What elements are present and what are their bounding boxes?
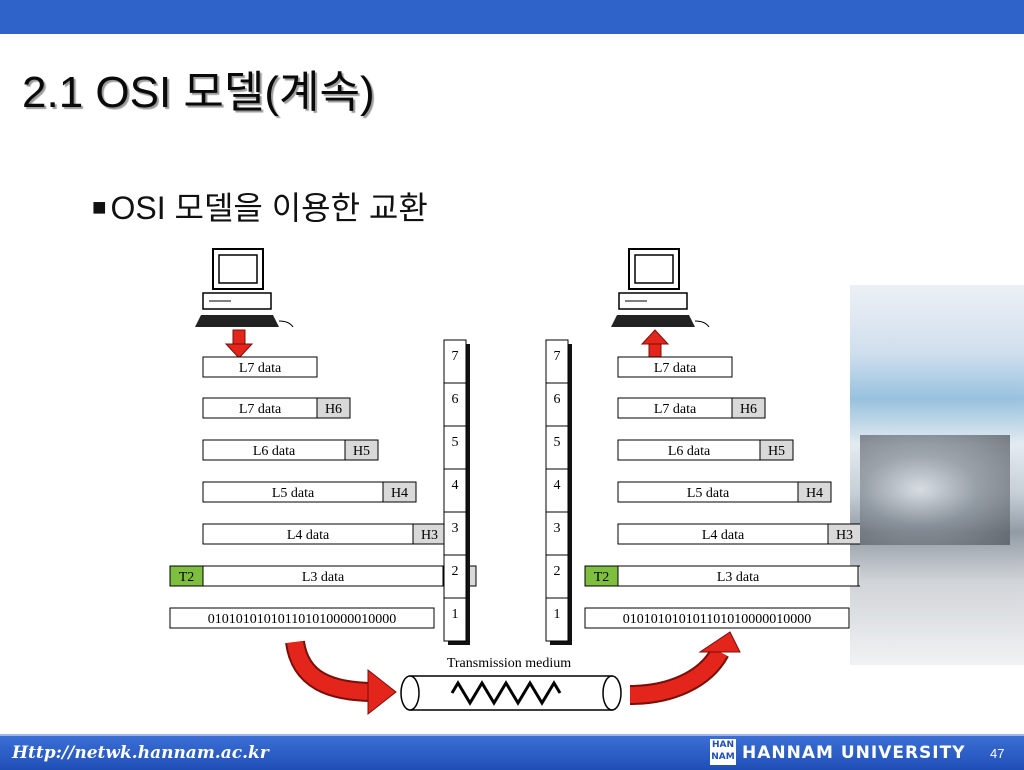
sender-computer-icon [195, 248, 294, 328]
sender-row: L3 dataH2T2 [169, 565, 477, 587]
sender-data-label: L3 data [302, 570, 345, 585]
university-logo-icon: HAN NAM [710, 739, 736, 765]
receiver-header-cell [731, 397, 766, 419]
right-layer-number: 4 [554, 478, 561, 493]
receiver-bits-label: 010101010101101010000010000 [623, 612, 811, 627]
right-layer-number: 3 [554, 521, 561, 536]
receiver-row: L7 data [617, 356, 733, 378]
left-layer-number: 2 [452, 564, 459, 579]
sender-row: L5 data H4 [202, 481, 417, 503]
bullet-text: OSI 모델을 이용한 교환 [110, 190, 428, 226]
receiver-header-label: H4 [806, 486, 823, 501]
receiver-data-label: L7 data [654, 361, 697, 376]
sender-row: L4 data H3 [202, 523, 447, 545]
background-photo [850, 285, 1024, 665]
sender-header-cell [382, 481, 417, 503]
receiver-row: L3 dataH2T2 [584, 565, 860, 587]
left-layer-cell [443, 597, 467, 642]
sender-data-cell [202, 356, 318, 378]
sender-data-label: L4 data [287, 528, 330, 543]
footer-url-link[interactable]: Http://netwk.hannam.ac.kr [12, 743, 269, 763]
receiver-data-label: L4 data [702, 528, 745, 543]
sender-header-label: H3 [421, 528, 438, 543]
left-layer-number: 4 [452, 478, 459, 493]
receiver-data-label: L6 data [668, 444, 711, 459]
page-number: 47 [990, 746, 1005, 761]
sender-data-label: L7 data [239, 402, 282, 417]
receiver-trailer-cell [584, 565, 619, 587]
sender-header-cell [316, 397, 351, 419]
medium-label: Transmission medium [447, 656, 571, 671]
left-layer-number: 3 [452, 521, 459, 536]
receiver-data-cell [617, 356, 733, 378]
top-banner [0, 0, 1024, 34]
sender-header-cell [344, 439, 379, 461]
background-tv-image [860, 435, 1010, 545]
receiver-data-label: L3 data [717, 570, 760, 585]
university-name: HANNAM UNIVERSITY [742, 743, 966, 763]
right-layer-number: 5 [554, 435, 561, 450]
right-layer-number: 1 [554, 607, 561, 622]
right-layer-number: 2 [554, 564, 561, 579]
up-arrow-icon [640, 329, 670, 359]
sender-data-label: L7 data [239, 361, 282, 376]
sender-bits-label: 010101010101101010000010000 [208, 612, 396, 627]
left-layer-number: 7 [452, 349, 459, 364]
sender-header-label: H4 [391, 486, 408, 501]
receiver-bits-row: 010101010101101010000010000 [584, 607, 850, 629]
sender-row: L7 data H6 [202, 397, 351, 419]
right-layer-number: 7 [554, 349, 561, 364]
sender-row: L6 data H5 [202, 439, 379, 461]
receiver-row: L5 data H4 [617, 481, 832, 503]
sender-row: L7 data [202, 356, 318, 378]
sender-trailer-label: T2 [179, 570, 195, 585]
receiver-row: L4 data H3 [617, 523, 860, 545]
down-arrow-icon [224, 329, 254, 359]
right-layer-cell [545, 597, 569, 642]
receiver-header-label: H3 [836, 528, 853, 543]
sender-data-label: L6 data [253, 444, 296, 459]
receiver-header-cell [759, 439, 794, 461]
receiver-header-cell [827, 523, 860, 545]
left-layer-number: 6 [452, 392, 459, 407]
bullet-item: ■OSI 모델을 이용한 교환 [92, 183, 428, 229]
bullet-marker: ■ [92, 194, 107, 221]
receiver-row: L6 data H5 [617, 439, 794, 461]
receiver-data-label: L5 data [687, 486, 730, 501]
left-layer-number: 1 [452, 607, 459, 622]
left-layer-number: 5 [452, 435, 459, 450]
layer-column-left: 7 6 5 4 3 2 1 [443, 339, 470, 645]
sender-trailer-cell [169, 565, 204, 587]
receiver-computer-icon [611, 248, 710, 328]
sender-bits-cell [169, 607, 435, 629]
receiver-header-label: H6 [740, 402, 757, 417]
sender-header-label: H6 [325, 402, 342, 417]
receiver-data-label: L7 data [654, 402, 697, 417]
receiver-header-cell [797, 481, 832, 503]
layer-column-right: 7 6 5 4 3 2 1 [545, 339, 572, 645]
footer-bar: Http://netwk.hannam.ac.kr HAN NAM HANNAM… [0, 734, 1024, 770]
sender-bits-row: 010101010101101010000010000 [169, 607, 435, 629]
sender-data-label: L5 data [272, 486, 315, 501]
right-layer-number: 6 [554, 392, 561, 407]
transmission-medium-cable [400, 675, 622, 711]
receiver-bits-cell [584, 607, 850, 629]
receiver-row: L7 data H6 [617, 397, 766, 419]
receiver-trailer-label: T2 [594, 570, 610, 585]
receiver-header-cell [857, 565, 860, 587]
receiver-header-label: H5 [768, 444, 785, 459]
slide-title: 2.1 OSI 모델(계속) [22, 68, 375, 117]
sender-header-label: H5 [353, 444, 370, 459]
